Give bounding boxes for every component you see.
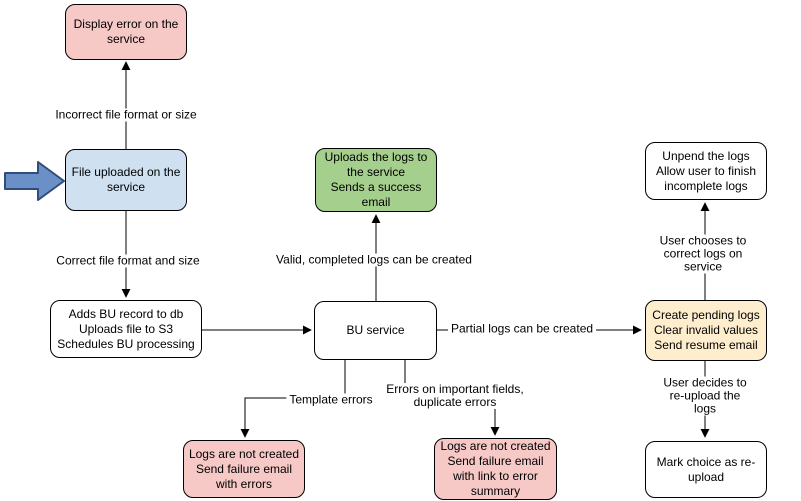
node-display-error[interactable]: Display error on the service xyxy=(65,4,187,60)
edge-label-user-chooses[interactable]: User chooses to correct logs on service xyxy=(654,234,752,274)
node-logs-failure-errors[interactable]: Logs are not created Send failure email … xyxy=(183,440,305,498)
node-create-pending-logs[interactable]: Create pending logs Clear invalid values… xyxy=(645,300,767,361)
entry-arrow-icon[interactable] xyxy=(4,161,65,201)
edge-label-incorrect-format[interactable]: Incorrect file format or size xyxy=(52,108,200,122)
node-unpend-logs[interactable]: Unpend the logs Allow user to finish inc… xyxy=(645,142,767,200)
node-bu-service[interactable]: BU service xyxy=(314,301,437,360)
edge-label-correct-format[interactable]: Correct file format and size xyxy=(53,254,203,268)
edge-label-template-errors[interactable]: Template errors xyxy=(286,393,376,407)
node-uploads-logs-success[interactable]: Uploads the logs to the service Sends a … xyxy=(315,148,437,212)
edge-label-important-field-errors[interactable]: Errors on important fields, duplicate er… xyxy=(383,383,527,409)
node-logs-failure-summary[interactable]: Logs are not created Send failure email … xyxy=(434,438,557,500)
node-file-uploaded[interactable]: File uploaded on the service xyxy=(65,149,187,211)
edge-label-user-decides[interactable]: User decides to re-upload the logs xyxy=(657,376,753,416)
node-adds-bu-record[interactable]: Adds BU record to db Uploads file to S3 … xyxy=(50,300,202,358)
edge-label-partial-logs[interactable]: Partial logs can be created xyxy=(447,322,597,336)
edge-label-valid-logs[interactable]: Valid, completed logs can be created xyxy=(273,253,475,267)
node-mark-reupload[interactable]: Mark choice as re- upload xyxy=(645,441,767,498)
